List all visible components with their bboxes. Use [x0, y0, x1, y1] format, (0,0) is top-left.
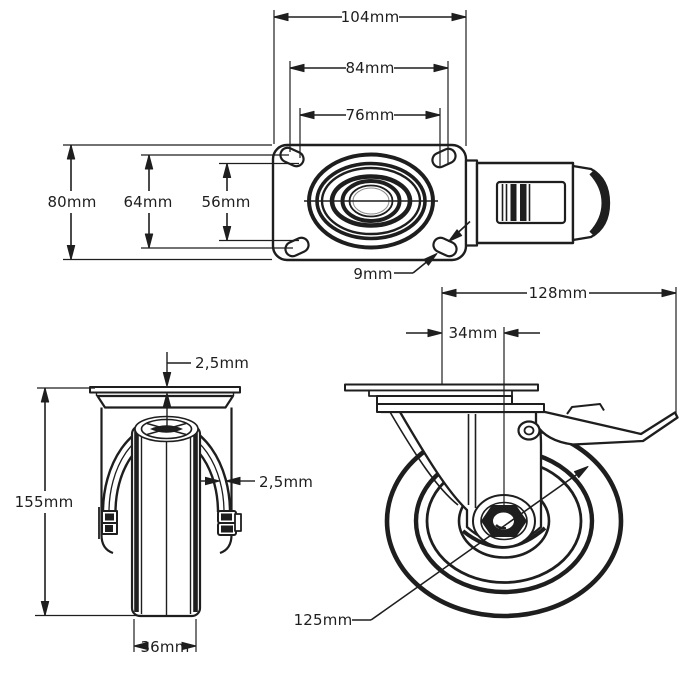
- hub-and-nut: [472, 494, 536, 548]
- brake-pedal-tip-shading: [589, 169, 609, 237]
- dim-hole-inner-width: 76mm: [299, 106, 441, 124]
- dim-label-84mm: 84mm: [345, 59, 394, 77]
- dim-overall-depth: 80mm: [47, 144, 96, 260]
- dim-overall-width: 104mm: [273, 8, 467, 26]
- front-view: 155mm 2,5mm 2,5mm 36mm: [15, 352, 313, 656]
- bolt-slot-top-right: [431, 147, 457, 169]
- axle-bolt-left: [98, 507, 118, 539]
- wheel-front: [130, 424, 202, 618]
- brake-pivot-bolt: [517, 420, 541, 441]
- dim-label-56mm: 56mm: [201, 193, 250, 211]
- dim-hole-diameter: 9mm: [353, 220, 471, 283]
- dim-plate-thickness: 2,5mm: [162, 352, 249, 427]
- side-view: 128mm 34mm 125mm: [294, 284, 679, 629]
- dim-label-155mm: 155mm: [15, 493, 74, 511]
- bolt-slots: [279, 146, 458, 258]
- dim-label-34mm: 34mm: [448, 324, 497, 342]
- dim-wheel-diameter: 125mm: [294, 462, 591, 629]
- axle-nut-right: [217, 510, 242, 536]
- dim-wheel-width: 36mm: [133, 619, 197, 656]
- dim-tread-thickness: 2,5mm: [201, 473, 313, 491]
- dim-overall-height: 155mm: [15, 387, 143, 617]
- dim-label-80mm: 80mm: [47, 193, 96, 211]
- bolt-slot-top-left: [279, 146, 305, 168]
- brake-pedal-tab: [566, 403, 605, 415]
- dim-hole-spacing-width: 84mm: [289, 59, 449, 77]
- bolt-slot-bottom-left: [284, 236, 310, 258]
- dim-hole-spacing-depth: 64mm: [123, 154, 172, 249]
- dim-swivel-offset: 34mm: [406, 324, 540, 512]
- dim-label-9mm: 9mm: [353, 265, 392, 283]
- dim-label-128mm: 128mm: [529, 284, 588, 302]
- dim-label-125mm: 125mm: [294, 611, 353, 629]
- bolt-slot-bottom-right: [432, 236, 458, 258]
- top-extension-lines: [63, 10, 467, 261]
- dim-overall-length: 128mm: [441, 284, 677, 416]
- top-plate-side: [344, 383, 545, 413]
- dim-label-36mm: 36mm: [140, 638, 189, 656]
- brake-housing-top: [464, 159, 611, 247]
- dim-label-104mm: 104mm: [341, 8, 400, 26]
- dim-label-tread-2-5mm: 2,5mm: [259, 473, 313, 491]
- top-view: 104mm 84mm 76mm 80mm: [47, 8, 611, 283]
- brake-side: [517, 403, 679, 446]
- dim-label-plate-2-5mm: 2,5mm: [195, 354, 249, 372]
- dim-label-76mm: 76mm: [345, 106, 394, 124]
- dim-label-64mm: 64mm: [123, 193, 172, 211]
- dim-hole-inner-depth: 56mm: [201, 163, 250, 241]
